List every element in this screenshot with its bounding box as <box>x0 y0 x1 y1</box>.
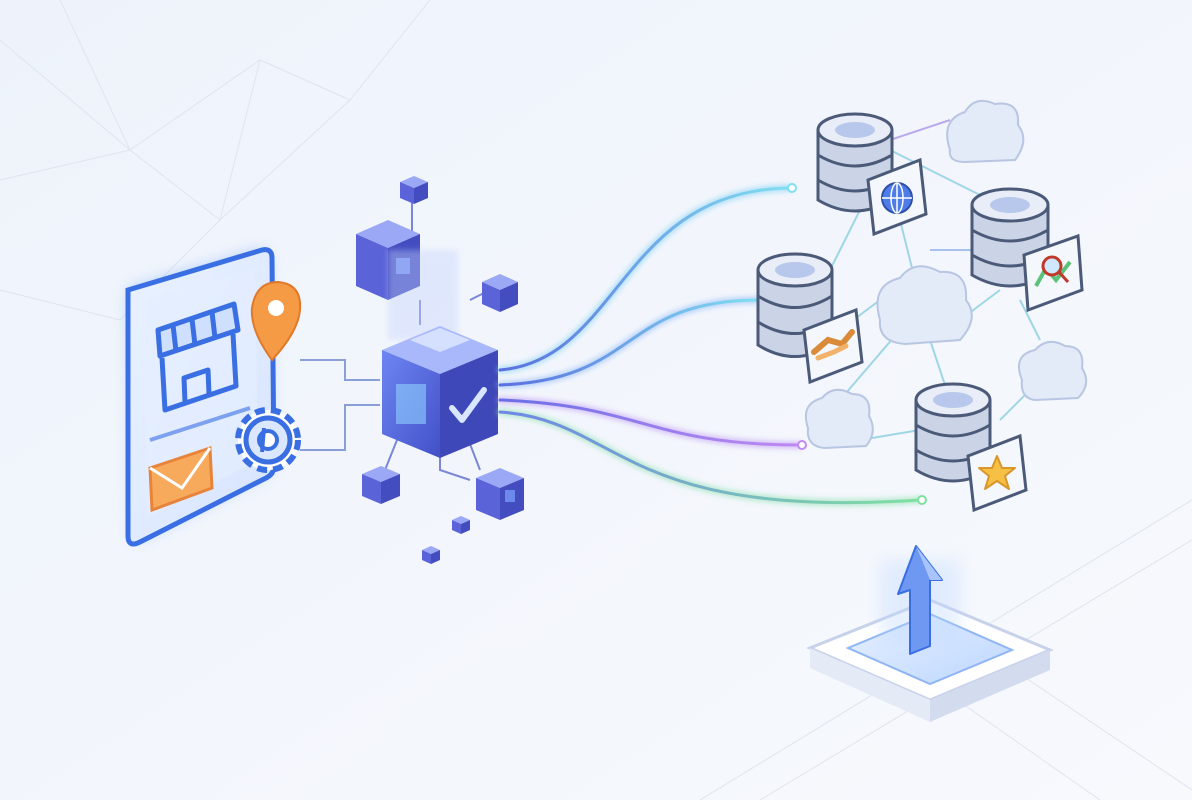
business-card <box>125 247 302 547</box>
checkmark-icon <box>449 387 487 423</box>
database-handshake <box>756 252 864 385</box>
hub-network <box>356 176 524 564</box>
small-cube <box>400 176 428 204</box>
tiny-cube <box>422 546 440 564</box>
storefront-icon <box>155 301 241 413</box>
up-arrow-icon <box>897 545 943 655</box>
database-star <box>914 382 1028 513</box>
cloud-icon <box>946 99 1025 164</box>
star-icon <box>966 433 1028 513</box>
card-connectors <box>300 359 380 451</box>
envelope-icon <box>148 445 214 513</box>
tiny-cube <box>452 516 470 534</box>
cloud-icon <box>1018 340 1088 402</box>
data-flow-curves <box>497 183 927 506</box>
upload-platform <box>806 545 1054 722</box>
database-search <box>970 187 1084 313</box>
search-map-icon <box>1022 233 1084 313</box>
handshake-icon <box>802 307 864 385</box>
gear-icon <box>235 407 301 473</box>
globe-icon <box>866 157 928 237</box>
medium-cube <box>476 468 524 520</box>
cloud-icon <box>876 265 973 346</box>
hub-cube <box>382 250 498 458</box>
small-cube <box>362 466 400 504</box>
cloud-icon <box>804 388 874 450</box>
database-globe <box>816 112 928 237</box>
small-cube <box>482 274 518 312</box>
map-pin-icon <box>250 280 302 362</box>
